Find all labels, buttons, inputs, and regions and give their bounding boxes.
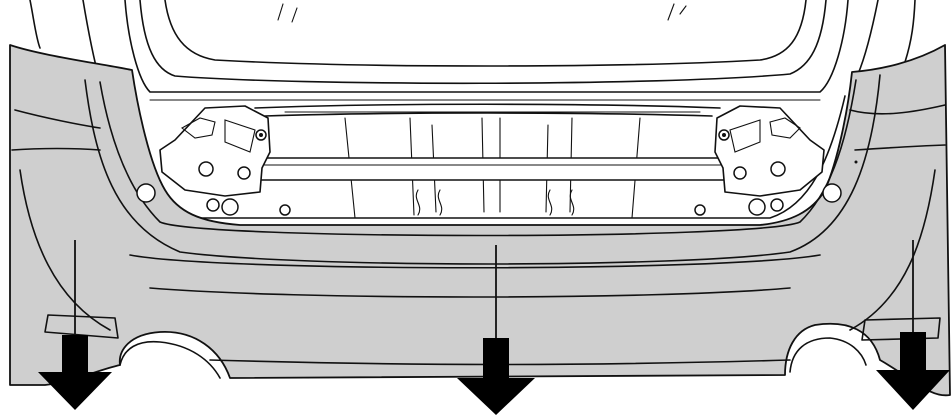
left-bracket-hole xyxy=(237,166,251,180)
right-reflector xyxy=(861,317,941,341)
right-bracket-rib xyxy=(729,119,761,153)
panel-hole xyxy=(279,204,291,216)
right-pillar-line xyxy=(857,0,879,75)
left-bracket-plate xyxy=(159,105,271,197)
panel-hole xyxy=(770,198,784,212)
bumper-crease-2 xyxy=(149,287,791,298)
arrow-down-icon xyxy=(876,332,950,410)
trunk-lid-seal xyxy=(164,0,807,67)
right-bracket-hole xyxy=(733,166,747,180)
small-dot xyxy=(854,160,858,164)
trunk-hinge-marks-left xyxy=(277,3,298,23)
right-bracket-tab xyxy=(769,117,801,139)
trunk-hinge-marks-right xyxy=(667,3,687,21)
left-reflector xyxy=(44,314,119,339)
panel-hole xyxy=(206,198,220,212)
beam-bar xyxy=(184,157,796,181)
body-right-edge xyxy=(904,0,916,63)
bumper-cover xyxy=(9,44,951,397)
bumper-upper-crease xyxy=(84,74,881,265)
left-bracket-rib xyxy=(224,119,256,153)
right-corner-line-2 xyxy=(854,144,946,151)
right-bracket-hole xyxy=(770,161,786,177)
arrow-right xyxy=(876,240,950,410)
arrow-down-icon xyxy=(38,335,112,410)
arrow-left xyxy=(38,240,112,410)
left-corner-line-2 xyxy=(11,147,101,151)
right-bracket xyxy=(714,105,825,197)
left-bracket xyxy=(159,105,271,197)
bumper-mount-hole-left xyxy=(136,183,156,203)
arrow-center xyxy=(457,245,535,415)
panel-wire-clips xyxy=(415,189,575,216)
body-left-edge xyxy=(29,0,41,49)
bumper-mount-hole-right xyxy=(822,183,842,203)
left-wheel-arch xyxy=(119,340,221,379)
left-bracket-tab xyxy=(181,117,216,139)
panel-hole xyxy=(221,198,239,216)
right-corner-line-1 xyxy=(849,104,946,115)
upper-molding-top xyxy=(254,103,721,109)
trunk-opening-outer xyxy=(124,0,849,93)
right-corner-contour xyxy=(849,169,936,331)
upper-molding-bottom xyxy=(264,112,713,117)
right-wheel-arch xyxy=(789,337,867,373)
right-bracket-plate xyxy=(714,105,825,197)
reinforcement-beam xyxy=(184,157,796,181)
arrow-down-icon xyxy=(457,338,535,415)
trunk-opening-inner xyxy=(139,0,827,85)
panel-hole xyxy=(748,198,766,216)
left-bracket-hole xyxy=(198,161,214,177)
panel-hole xyxy=(694,204,706,216)
left-corner-line-1 xyxy=(14,109,101,129)
bumper-crease-1 xyxy=(129,254,821,269)
bumper-cover-shape xyxy=(9,44,951,397)
